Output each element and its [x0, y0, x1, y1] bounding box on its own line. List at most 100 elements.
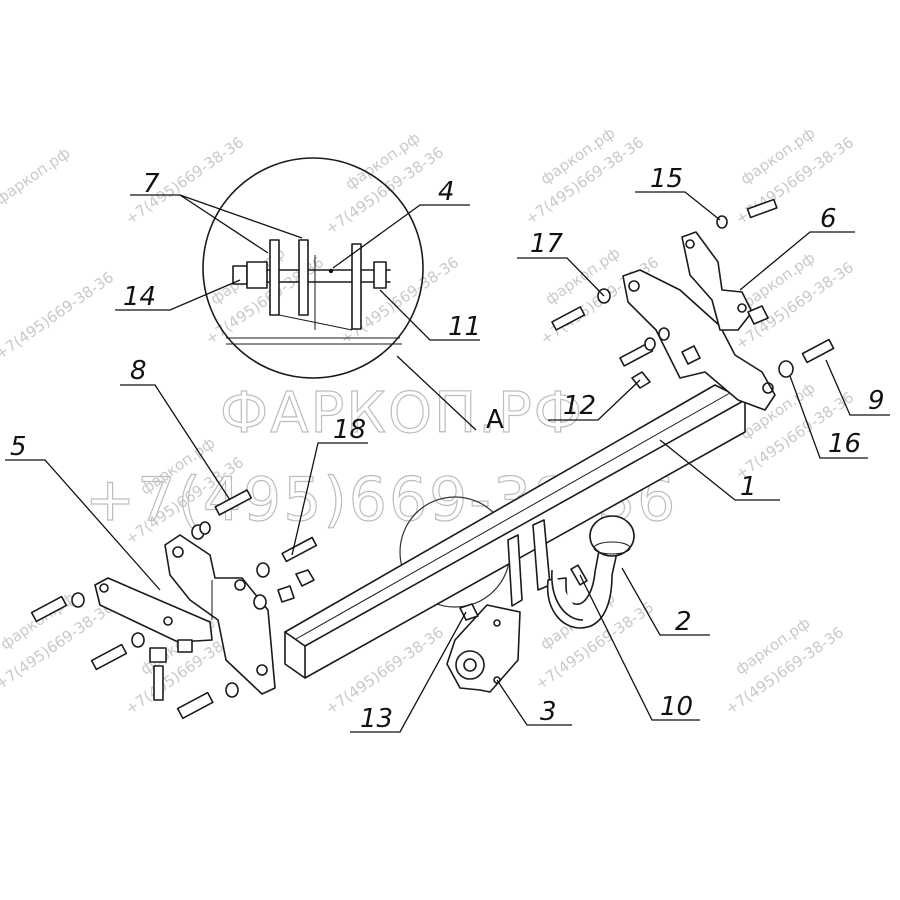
beam-edge — [304, 399, 746, 647]
bolt — [281, 536, 318, 563]
washer — [131, 632, 145, 648]
tow-hook-assembly — [446, 515, 635, 693]
socket-plate — [446, 604, 521, 693]
bolt — [214, 489, 253, 516]
nut — [681, 345, 701, 365]
washer — [199, 521, 211, 535]
left-side-plate — [164, 534, 276, 695]
leader-9 — [825, 359, 890, 416]
hole — [628, 280, 640, 292]
leader-16 — [789, 375, 868, 459]
leader-6 — [739, 231, 855, 291]
detail-spacer-plate — [351, 243, 362, 330]
beam-body — [284, 384, 746, 679]
leader-1 — [659, 439, 780, 501]
washer — [71, 592, 85, 608]
leader-2 — [621, 567, 710, 636]
callout-14: 14 — [123, 282, 156, 312]
left-bracket — [94, 534, 276, 695]
detail-washer — [373, 261, 387, 289]
detail-section-line — [278, 314, 353, 331]
washer — [658, 327, 670, 341]
socket-hole-inner — [463, 658, 477, 672]
hook-neck-edge — [551, 569, 584, 621]
fasteners — [30, 198, 835, 720]
washer — [644, 337, 656, 351]
nut — [631, 371, 651, 389]
leader-4 — [332, 204, 470, 269]
leader-18 — [291, 442, 368, 556]
detail-point — [328, 268, 334, 274]
callout-5: 5 — [10, 432, 27, 462]
tow-ball-base — [593, 541, 631, 555]
callout-13: 13 — [360, 704, 393, 734]
beam-edge — [284, 631, 306, 647]
watermark-site: фаркоп.рф — [0, 144, 73, 208]
bolt — [801, 338, 835, 364]
detail-label: A — [486, 405, 504, 435]
leader-14 — [115, 279, 241, 311]
detail-pointer-line — [396, 355, 477, 431]
detail-washer — [246, 261, 268, 289]
bolt-vertical — [153, 665, 164, 701]
tow-ball — [589, 515, 635, 557]
detail-bracket-plate — [269, 239, 280, 316]
leader-10 — [579, 574, 700, 721]
callout-17: 17 — [530, 229, 564, 259]
bolt — [551, 306, 586, 331]
callout-2: 2 — [675, 607, 692, 637]
washer — [225, 682, 239, 698]
leader-3 — [496, 679, 572, 726]
callout-15: 15 — [650, 164, 683, 194]
callout-10: 10 — [660, 692, 693, 722]
hole — [762, 382, 774, 394]
callout-12: 12 — [563, 391, 596, 421]
callout-8: 8 — [130, 356, 147, 386]
watermark-phone: +7(495)669-38-36 — [0, 268, 117, 363]
leader-13 — [350, 611, 467, 733]
hole — [256, 664, 268, 676]
hole — [685, 239, 695, 249]
callout-9: 9 — [868, 386, 885, 416]
hole — [737, 303, 747, 313]
detail-bracket-plate — [298, 239, 309, 316]
socket-hole — [455, 650, 485, 680]
washer — [253, 594, 267, 610]
leader-11 — [379, 289, 480, 341]
nut — [177, 639, 193, 653]
leader-5 — [5, 459, 161, 591]
callout-leaders — [5, 191, 890, 733]
callout-16: 16 — [828, 429, 861, 459]
callout-7: 7 — [143, 169, 160, 199]
callout-1: 1 — [740, 472, 757, 502]
washer — [778, 360, 794, 378]
bolt — [176, 691, 214, 720]
cross-beam — [284, 384, 746, 679]
hook-bolt — [570, 564, 588, 586]
callout-3: 3 — [540, 697, 557, 727]
callout-4: 4 — [438, 177, 455, 207]
callout-18: 18 — [333, 415, 366, 445]
leader-15 — [635, 191, 721, 221]
leader-12 — [548, 379, 641, 421]
nut — [747, 305, 769, 325]
callout-6: 6 — [820, 204, 837, 234]
hook-mount-plate — [507, 534, 523, 607]
hole — [99, 583, 109, 593]
hole — [493, 676, 501, 684]
hole — [163, 616, 173, 626]
bolt — [746, 198, 778, 219]
watermark-phone: +7(495)669-38-36 — [122, 133, 247, 228]
detail-nut — [232, 265, 248, 285]
washer — [716, 215, 728, 229]
nut — [295, 569, 315, 587]
hole — [493, 619, 501, 627]
hole — [234, 579, 246, 591]
watermark-brand: ФАРКОП.РФ — [220, 381, 584, 446]
nut — [149, 647, 167, 663]
detail-circle — [202, 157, 424, 379]
left-strap-plate — [94, 577, 213, 643]
washer — [256, 562, 270, 578]
detail-view-a: A — [202, 157, 511, 608]
